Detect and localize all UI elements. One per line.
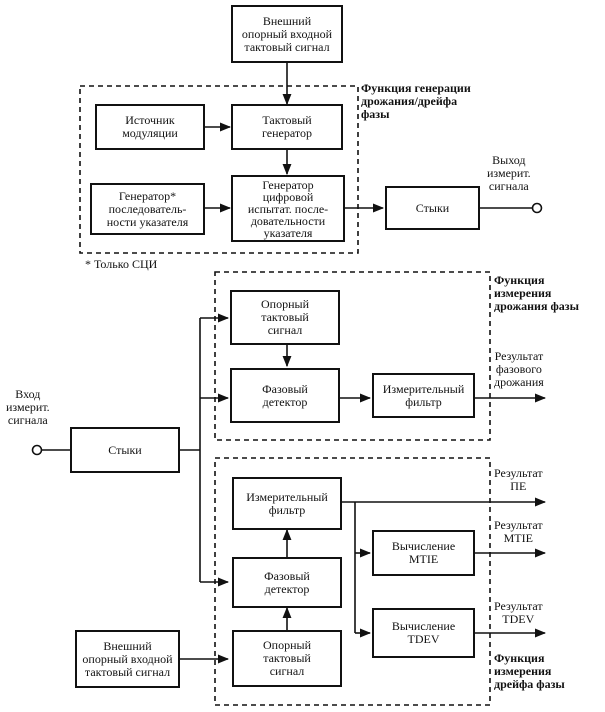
input-terminal [31, 444, 43, 456]
pointer-sequence-generator-block: Генератор* последователь- ности указател… [90, 183, 205, 235]
measurement-filter-1-block: Измерительный фильтр [372, 373, 475, 418]
output-terminal [531, 202, 543, 214]
ref-clock-1-block: Опорный тактовый сигнал [230, 290, 340, 345]
mtie-result-label: Результат MTIE [494, 518, 543, 545]
jitter-function-frame [214, 271, 491, 441]
jitter-result-label: Результат фазового дрожания [494, 349, 544, 389]
measured-signal-input-label: Вход измерит. сигнала [6, 387, 50, 427]
phase-detector-1-block: Фазовый детектор [230, 368, 340, 423]
interfaces-top-block: Стыки [385, 186, 480, 230]
clock-generator-block: Тактовый генератор [231, 104, 343, 150]
tdev-calculation-block: Вычисление TDEV [372, 608, 475, 658]
wander-function-label: Функция измерения дрейфа фазы [494, 651, 565, 691]
mtie-calculation-block: Вычисление MTIE [372, 530, 475, 576]
interfaces-left-block: Стыки [70, 427, 180, 473]
generation-function-frame [79, 85, 359, 254]
jitter-function-label: Функция измерения дрожания фазы [494, 273, 579, 313]
ref-clock-2-block: Опорный тактовый сигнал [232, 630, 342, 687]
pe-result-label: Результат ПЕ [494, 466, 543, 493]
ext-ref-bottom-block: Внешний опорный входной тактовый сигнал [75, 630, 180, 688]
ext-ref-top-block: Внешний опорный входной тактовый сигнал [231, 5, 343, 63]
sdh-only-footnote: * Только СЦИ [85, 257, 158, 271]
measured-signal-output-label: Выход измерит. сигнала [487, 153, 531, 193]
phase-detector-2-block: Фазовый детектор [232, 557, 342, 608]
generation-function-label: Функция генерации дрожания/дрейфа фазы [361, 81, 471, 121]
modulation-source-block: Источник модуляции [95, 104, 205, 150]
digital-test-sequence-generator-block: Генератор цифровой испытат. после- доват… [231, 175, 345, 242]
tdev-result-label: Результат TDEV [494, 599, 543, 626]
measurement-filter-2-block: Измерительный фильтр [232, 477, 342, 530]
